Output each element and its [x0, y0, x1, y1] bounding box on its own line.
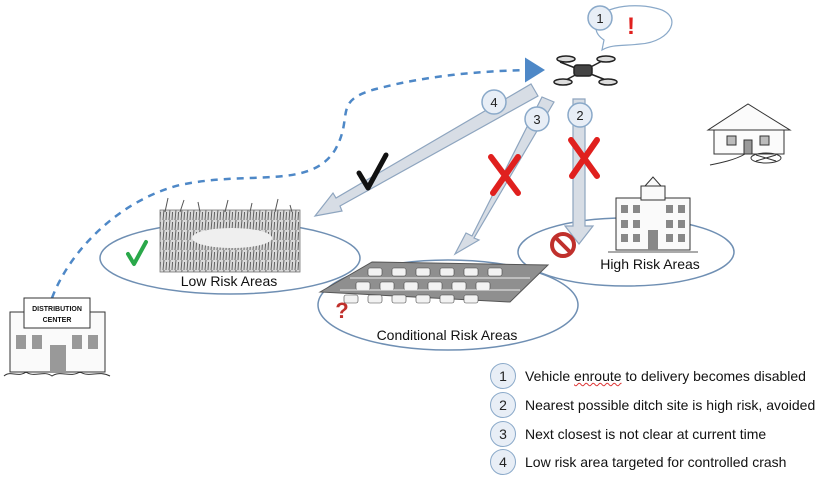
legend-text-4: Low risk area targeted for controlled cr… [525, 454, 787, 470]
svg-text:3: 3 [533, 112, 540, 127]
low-risk-label: Low Risk Areas [181, 273, 277, 289]
legend-number-1: 1 [490, 363, 516, 389]
distribution-sign-line2: CENTER [43, 317, 72, 324]
path-number-2: 2 [567, 102, 593, 128]
alert-mark: ! [627, 13, 635, 40]
legend-item-2: 2 Nearest possible ditch site is high ri… [490, 391, 815, 419]
drone-icon [553, 55, 618, 86]
house-image [706, 103, 792, 166]
legend-item-4: 4 Low risk area targeted for controlled … [490, 448, 786, 476]
no-entry-icon [550, 232, 576, 258]
black-check-mark [356, 152, 389, 191]
legend-number-3: 3 [490, 421, 516, 447]
path-number-3: 3 [524, 106, 550, 132]
legend-text-3: Next closest is not clear at current tim… [525, 426, 767, 442]
legend-number-2: 2 [490, 392, 516, 418]
legend-item-3: 3 Next closest is not clear at current t… [490, 420, 766, 448]
question-mark: ? [335, 298, 348, 323]
svg-text:2: 2 [576, 108, 583, 123]
legend-text-1: Vehicle enroute to delivery becomes disa… [525, 368, 806, 384]
legend-number-4: 4 [490, 449, 516, 475]
red-x-conditional [488, 154, 521, 196]
flight-path [50, 57, 545, 299]
marsh-image [159, 197, 301, 273]
svg-text:4: 4 [490, 95, 497, 110]
path-number-1: 1 [596, 11, 603, 26]
distribution-center-image [3, 297, 111, 377]
parking-lot-image [318, 261, 550, 304]
conditional-risk-ellipse [317, 259, 579, 351]
conditional-risk-label: Conditional Risk Areas [377, 327, 518, 343]
path-number-4: 4 [481, 89, 507, 115]
distribution-sign-line1: DISTRIBUTION [32, 306, 82, 313]
status-bubble: 1 ! [587, 5, 673, 52]
legend-text-2: Nearest possible ditch site is high risk… [525, 397, 816, 413]
green-check-mark [126, 240, 148, 266]
high-risk-label: High Risk Areas [600, 256, 700, 272]
red-x-high-risk [568, 137, 600, 179]
school-building-image [608, 176, 698, 253]
legend-item-1: 1 Vehicle enroute to delivery becomes di… [490, 362, 806, 390]
